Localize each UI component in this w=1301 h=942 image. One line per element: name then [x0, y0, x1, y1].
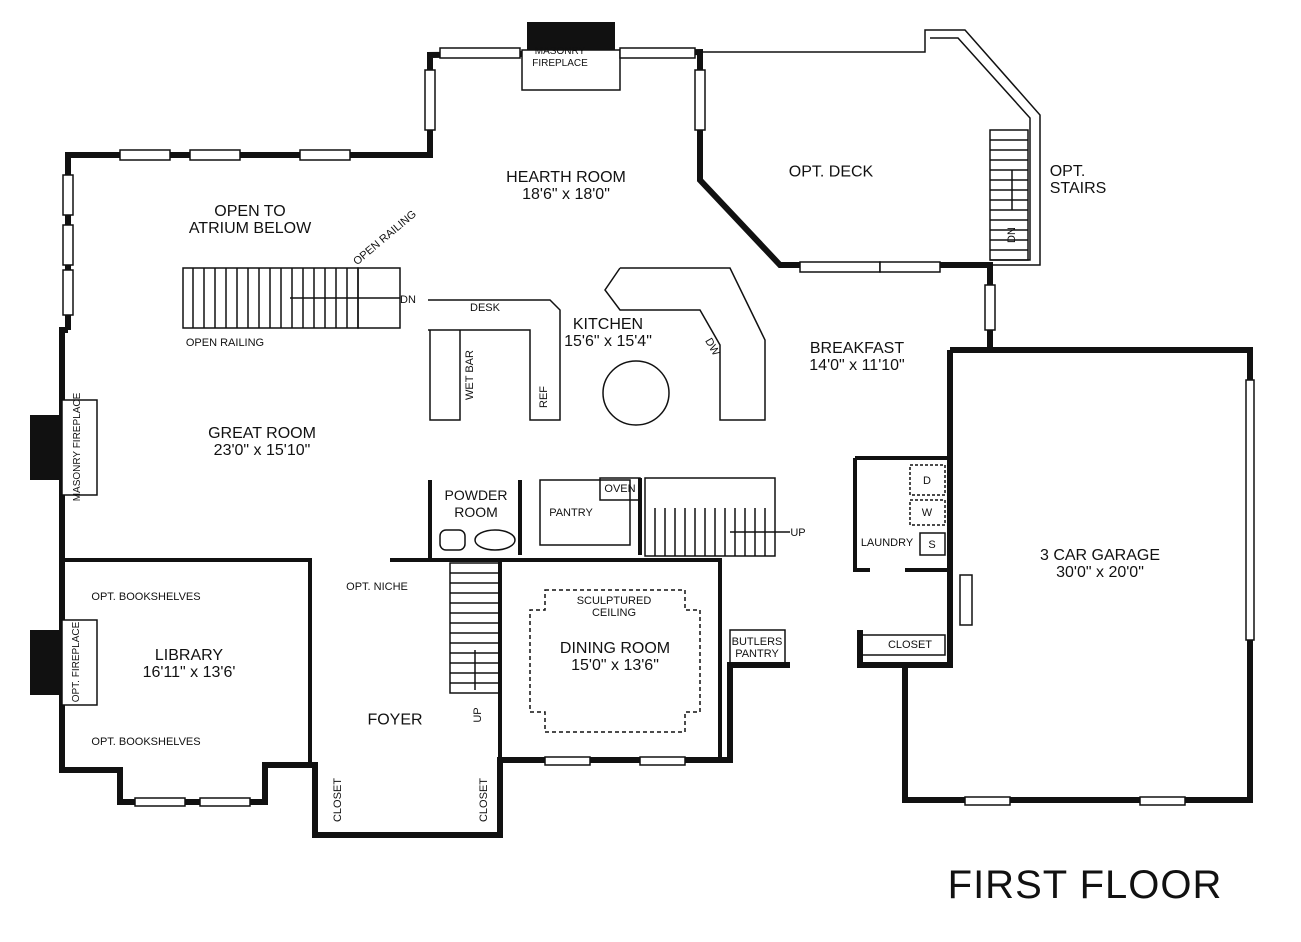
- window: [619, 47, 696, 59]
- window: [62, 269, 74, 316]
- window: [299, 149, 351, 161]
- bookshelves-top-label: OPT. BOOKSHELVES: [91, 591, 201, 603]
- masonry-fireplace-left-label: MASONRY FIREPLACE: [72, 392, 83, 502]
- window: [1139, 796, 1186, 806]
- stairs-dn-label: DN: [1006, 227, 1018, 243]
- window: [134, 797, 186, 807]
- room-foyer: FOYER: [367, 711, 423, 729]
- sink-label: S: [928, 539, 936, 551]
- room-deck: OPT. DECK: [788, 163, 874, 181]
- window: [694, 69, 706, 131]
- window: [62, 174, 74, 216]
- opt-niche-label: OPT. NICHE: [346, 581, 408, 593]
- thin-lines: [428, 29, 1041, 733]
- up-kitchen-label: UP: [790, 527, 806, 539]
- bookshelves-bottom-label: OPT. BOOKSHELVES: [91, 736, 201, 748]
- interior-walls: [62, 456, 950, 765]
- window: [799, 261, 881, 273]
- fireplace-hearths: [61, 49, 973, 706]
- stairs: [182, 129, 1029, 694]
- washer-label: W: [921, 507, 933, 519]
- window: [424, 69, 436, 131]
- opt-stairs-label: OPT.STAIRS: [1049, 163, 1107, 197]
- window: [964, 796, 1011, 806]
- window: [62, 224, 74, 266]
- window: [639, 756, 686, 766]
- open-railing-label: OPEN RAILING: [185, 337, 265, 349]
- window: [189, 149, 241, 161]
- closet-right-label: CLOSET: [478, 777, 490, 823]
- window: [879, 261, 941, 273]
- window: [984, 284, 996, 331]
- closet-left-label: CLOSET: [332, 777, 344, 823]
- up-foyer-label: UP: [472, 707, 484, 723]
- stair-dn-label: DN: [400, 294, 416, 306]
- laundry-label: LAUNDRY: [860, 537, 914, 549]
- pantry-label: PANTRY: [549, 507, 593, 519]
- opt-fireplace-label: OPT. FIREPLACE: [71, 621, 82, 703]
- desk-label: DESK: [467, 302, 503, 314]
- window: [1245, 379, 1255, 641]
- window: [544, 756, 591, 766]
- windows: [62, 47, 1255, 807]
- window: [199, 797, 251, 807]
- ref-label: REF: [538, 386, 550, 408]
- window: [439, 47, 521, 59]
- oven-label: OVEN: [604, 483, 636, 495]
- fireplaces: [30, 22, 615, 695]
- window: [119, 149, 171, 161]
- floor-title: FIRST FLOOR: [947, 863, 1223, 907]
- dryer-label: D: [923, 475, 931, 487]
- closet-garage-label: CLOSET: [887, 639, 933, 651]
- wet-bar-label: WET BAR: [464, 350, 476, 400]
